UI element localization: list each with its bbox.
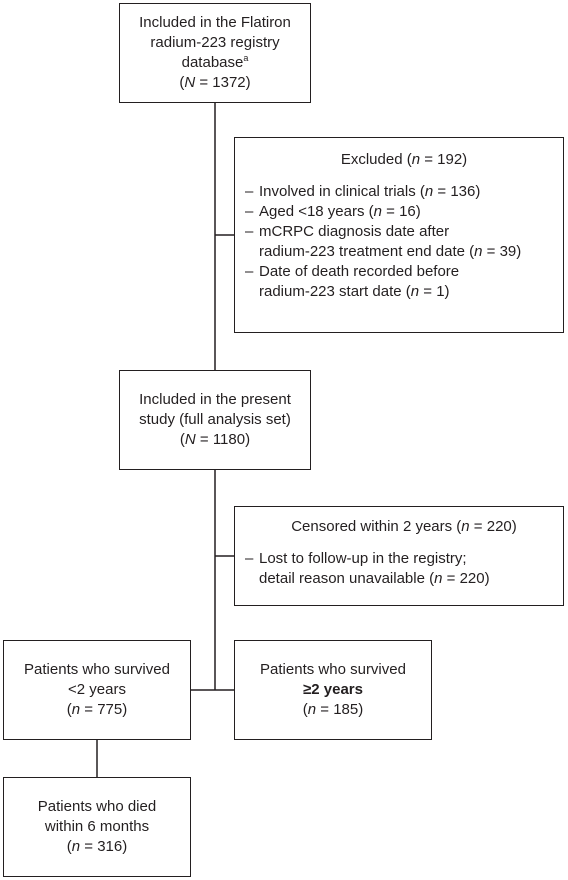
count-value: = 220) [442, 570, 490, 587]
registry-count: (N = 1372) [120, 73, 310, 93]
died-count: (n = 316) [4, 837, 190, 857]
count-value: = 136) [433, 183, 481, 200]
count-value: = 316) [80, 838, 128, 855]
list-item: –Date of death recorded before [245, 262, 563, 282]
list-item-continuation: detail reason unavailable (n = 220) [245, 569, 563, 589]
count-value: = 1372) [195, 74, 251, 91]
list-item-text: Date of death recorded before [259, 263, 460, 280]
survived-lt2-line-1: Patients who survived [24, 661, 170, 678]
survived-ge2-line-2: ≥2 years [303, 681, 363, 698]
count-variable: n [373, 203, 382, 220]
survived-ge2-box: Patients who survived ≥2 years (n = 185) [234, 640, 432, 740]
censored-title-rest: = 220) [469, 518, 517, 535]
list-item-line: Aged <18 years ( [259, 203, 374, 220]
dash: – [245, 183, 254, 200]
count-variable: n [461, 518, 470, 535]
list-item: –Lost to follow-up in the registry; [245, 549, 563, 569]
count-variable: N [184, 74, 196, 91]
list-item: –Involved in clinical trials (n = 136) [245, 182, 563, 202]
count-value: = 1) [419, 283, 450, 300]
open-paren: ( [66, 838, 72, 855]
excluded-list: –Involved in clinical trials (n = 136) –… [245, 182, 563, 302]
list-item-continuation: radium-223 treatment end date (n = 39) [245, 242, 563, 262]
count-variable: n [434, 570, 443, 587]
included-count: (N = 1180) [120, 430, 310, 450]
list-item-text: mCRPC diagnosis date after [259, 223, 450, 240]
count-variable: n [71, 838, 81, 855]
count-variable: n [424, 183, 434, 200]
footnote-marker: a [243, 53, 249, 63]
dash: – [245, 223, 254, 240]
died-line-2: within 6 months [44, 818, 150, 835]
dash: – [245, 550, 254, 567]
censored-box: Censored within 2 years (n = 220) –Lost … [234, 506, 564, 606]
survived-ge2-count: (n = 185) [235, 700, 431, 720]
excluded-box: Excluded (n = 192) –Involved in clinical… [234, 137, 564, 333]
count-variable: N [184, 431, 196, 448]
censored-title: Censored within 2 years (n = 220) [245, 517, 563, 537]
included-line-2: study (full analysis set) [139, 411, 291, 428]
survived-ge2-line-1: Patients who survived [260, 661, 406, 678]
list-item-line: radium-223 treatment end date ( [259, 243, 475, 260]
excluded-title: Excluded (n = 192) [245, 150, 563, 170]
censored-list: –Lost to follow-up in the registry; deta… [245, 549, 563, 589]
count-variable: n [71, 701, 81, 718]
registry-line-2: radium-223 registry [150, 34, 280, 51]
list-item-continuation: radium-223 start date (n = 1) [245, 282, 563, 302]
count-variable: n [411, 151, 421, 168]
registry-line-3: databasea [120, 53, 310, 73]
count-value: = 16) [382, 203, 421, 220]
registry-line-1: Included in the Flatiron [139, 14, 291, 31]
survived-lt2-count: (n = 775) [4, 700, 190, 720]
survived-lt2-line-2: <2 years [68, 681, 126, 698]
died-line-1: Patients who died [37, 798, 157, 815]
open-paren: ( [302, 701, 308, 718]
excluded-title-prefix: Excluded ( [340, 151, 412, 168]
count-value: = 775) [80, 701, 128, 718]
registry-line-3-text: database [181, 54, 244, 71]
open-paren: ( [66, 701, 72, 718]
list-item-line: radium-223 start date ( [259, 283, 411, 300]
open-paren: ( [179, 431, 185, 448]
included-box: Included in the present study (full anal… [119, 370, 311, 470]
included-line-1: Included in the present [139, 391, 291, 408]
list-item-text: Aged <18 years (n = 16) [259, 202, 421, 222]
count-variable: n [307, 701, 317, 718]
list-item: –mCRPC diagnosis date after [245, 222, 563, 242]
count-variable: n [410, 283, 420, 300]
count-value: = 39) [482, 243, 522, 260]
list-item-text: Lost to follow-up in the registry; [259, 550, 467, 567]
dash: – [245, 203, 254, 220]
count-value: = 185) [316, 701, 364, 718]
dash: – [245, 263, 254, 280]
excluded-title-rest: = 192) [420, 151, 468, 168]
list-item-text: Involved in clinical trials (n = 136) [259, 182, 480, 202]
count-value: = 1180) [195, 431, 251, 448]
survived-lt2-box: Patients who survived <2 years (n = 775) [3, 640, 191, 740]
list-item: –Aged <18 years (n = 16) [245, 202, 563, 222]
registry-box: Included in the Flatiron radium-223 regi… [119, 3, 311, 103]
list-item-line: detail reason unavailable ( [259, 570, 435, 587]
died-box: Patients who died within 6 months (n = 3… [3, 777, 191, 877]
list-item-line: Involved in clinical trials ( [259, 183, 425, 200]
count-variable: n [474, 243, 483, 260]
censored-title-prefix: Censored within 2 years ( [291, 518, 462, 535]
open-paren: ( [179, 74, 185, 91]
